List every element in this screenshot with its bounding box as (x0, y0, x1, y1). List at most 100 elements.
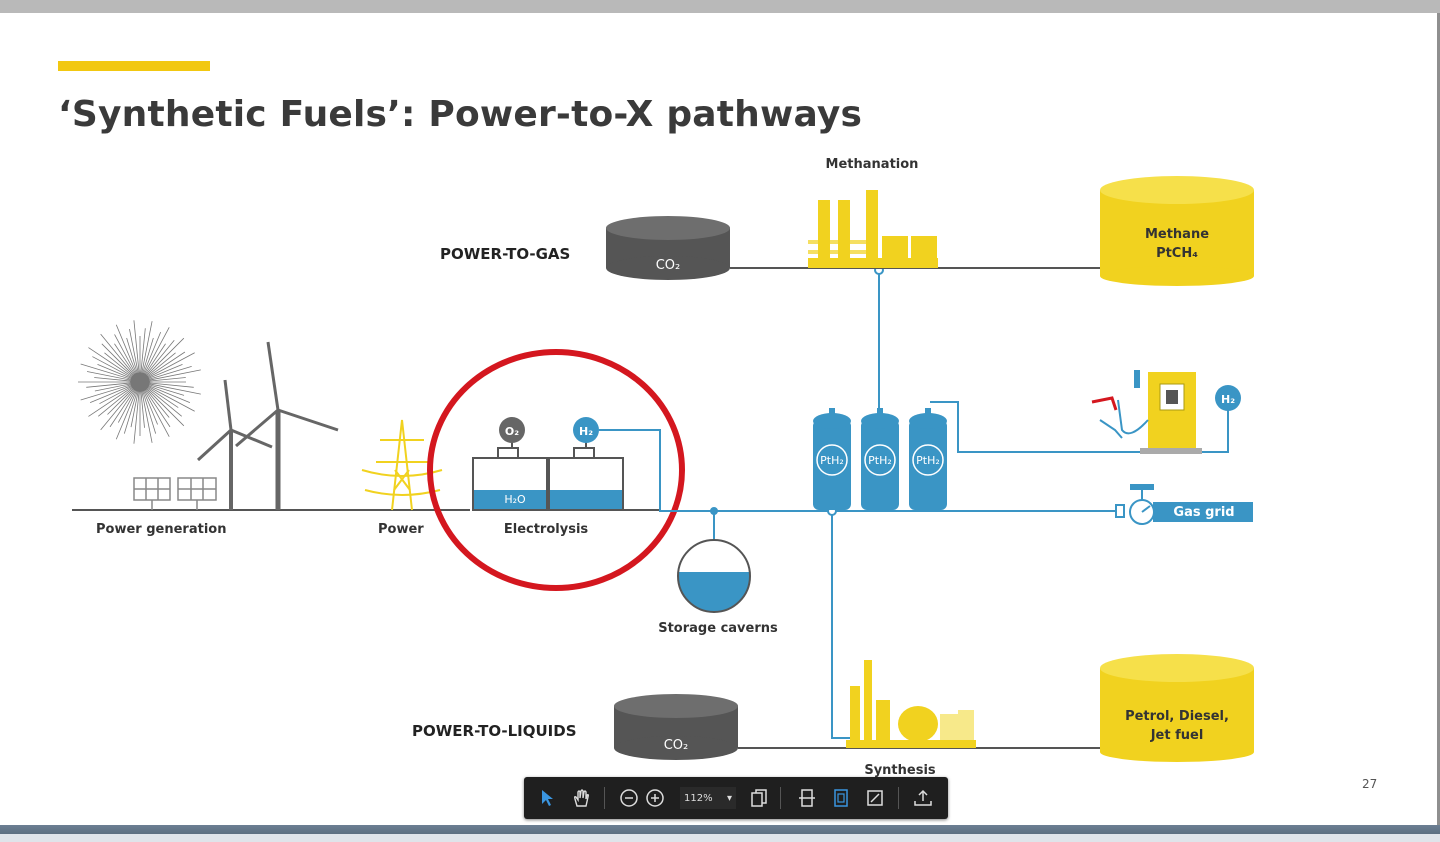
sun-ray (123, 391, 138, 434)
fit-width-button[interactable] (794, 785, 820, 811)
sun-ray (104, 352, 133, 376)
sun-ray (145, 343, 166, 374)
fit-page-icon (834, 789, 848, 807)
synthesis-label: Synthesis (864, 763, 936, 778)
methane-tank (1100, 176, 1254, 286)
sun-ray (149, 377, 186, 382)
wind-turbine-icon (196, 341, 339, 510)
chevron-down-icon: ▾ (726, 792, 732, 804)
sun-ray (143, 391, 158, 425)
co2-bottom-label: CO₂ (664, 738, 689, 753)
sun-ray (114, 343, 135, 374)
share-button[interactable] (910, 785, 936, 811)
fit-page-button[interactable] (828, 785, 854, 811)
sun-ray (133, 320, 140, 373)
plus-circle-icon (646, 789, 664, 807)
methane-label-line1: Methane (1145, 227, 1209, 242)
sun-ray (133, 391, 140, 444)
liquids-label-line2: Jet fuel (1150, 728, 1204, 743)
sun-ray (148, 352, 195, 378)
gas-grid-icon (1115, 484, 1253, 525)
sun-ray (100, 389, 134, 431)
co2-tank-bottom (614, 694, 738, 760)
co2-top-label: CO₂ (656, 258, 681, 273)
pth2-tank-valve (877, 408, 883, 416)
pth2-tank-top (813, 413, 851, 429)
power-to-x-diagram: Power generation Power O₂ H₂ H₂O Electro… (72, 157, 1254, 778)
methane-label-line2: PtCH₄ (1156, 246, 1198, 261)
pointer-icon (542, 790, 553, 806)
sun-ray (80, 363, 131, 380)
select-tool-button[interactable] (534, 785, 560, 811)
sun-ray (114, 334, 136, 374)
sun-ray (126, 337, 138, 373)
fit-width-icon (799, 789, 815, 807)
page-view-button[interactable] (746, 785, 772, 811)
storage-caverns-label: Storage caverns (658, 621, 778, 636)
sun-ray (147, 388, 182, 417)
zoom-in-button[interactable] (642, 785, 668, 811)
gas-grid-label: Gas grid (1173, 505, 1234, 520)
pth2-label: PtH₂ (916, 454, 940, 467)
pth2-badge (816, 444, 848, 476)
sun-ray (100, 333, 134, 375)
page-title: ‘Synthetic Fuels’: Power-to-X pathways (58, 94, 863, 135)
power-label: Power (378, 522, 424, 537)
hydrogen-pipes (599, 268, 1229, 739)
h2-station-label: H₂ (1221, 393, 1235, 406)
co2-tank-top (606, 216, 730, 280)
page-number: 27 (1362, 777, 1378, 791)
electrolysis-unit (472, 417, 624, 511)
sun-ray (97, 364, 131, 379)
h2o-label: H₂O (504, 493, 526, 506)
pth2-badge (864, 444, 896, 476)
sun-ray (115, 391, 137, 440)
hand-tool-button[interactable] (568, 785, 594, 811)
full-screen-button[interactable] (862, 785, 888, 811)
pth2-tank-top (861, 413, 899, 429)
sun-ray (92, 356, 132, 378)
sun-ray (148, 387, 179, 408)
sun-ray (149, 365, 192, 380)
sun-ray (142, 337, 154, 373)
sun-ray (147, 352, 176, 376)
sun-ray (89, 385, 131, 404)
pages-icon (751, 789, 767, 807)
sun-ray (117, 390, 136, 423)
sun-ray (98, 388, 133, 417)
hand-icon (573, 789, 590, 807)
power-generation-label: Power generation (96, 522, 226, 537)
sun-ray (80, 384, 131, 401)
zoom-value: 112% (684, 792, 713, 804)
sun-icon (78, 320, 201, 444)
power-to-liquids-label: POWER-TO-LIQUIDS (412, 722, 577, 740)
sun-ray (143, 331, 162, 373)
sun-ray (129, 328, 139, 373)
toolbar-separator (898, 787, 899, 809)
sun-ray (94, 383, 131, 392)
electrolysis-label: Electrolysis (504, 522, 589, 537)
sun-ray (144, 390, 170, 437)
sun-ray (149, 369, 201, 381)
o2-label: O₂ (505, 425, 519, 438)
methanation-label: Methanation (826, 157, 919, 172)
sun-ray (88, 387, 132, 417)
sun-ray (146, 337, 185, 376)
pth2-tank-valve (925, 408, 931, 416)
sun-core (130, 372, 150, 392)
sun-ray (145, 390, 171, 428)
sun-ray (141, 321, 153, 373)
sun-ray (130, 391, 139, 428)
sun-ray (149, 382, 194, 388)
highlight-circle (427, 349, 685, 591)
liquid-fuel-tank (1100, 654, 1254, 762)
sun-ray (141, 391, 153, 443)
sun-ray (149, 385, 191, 404)
zoom-dropdown[interactable]: 112% ▾ (680, 787, 736, 809)
solar-panel-icon (133, 477, 217, 510)
storage-cavern-icon (677, 539, 751, 613)
zoom-out-button[interactable] (616, 785, 642, 811)
viewer-toolbar: 112% ▾ (524, 777, 948, 819)
toolbar-separator (780, 787, 781, 809)
sun-ray (148, 386, 195, 412)
